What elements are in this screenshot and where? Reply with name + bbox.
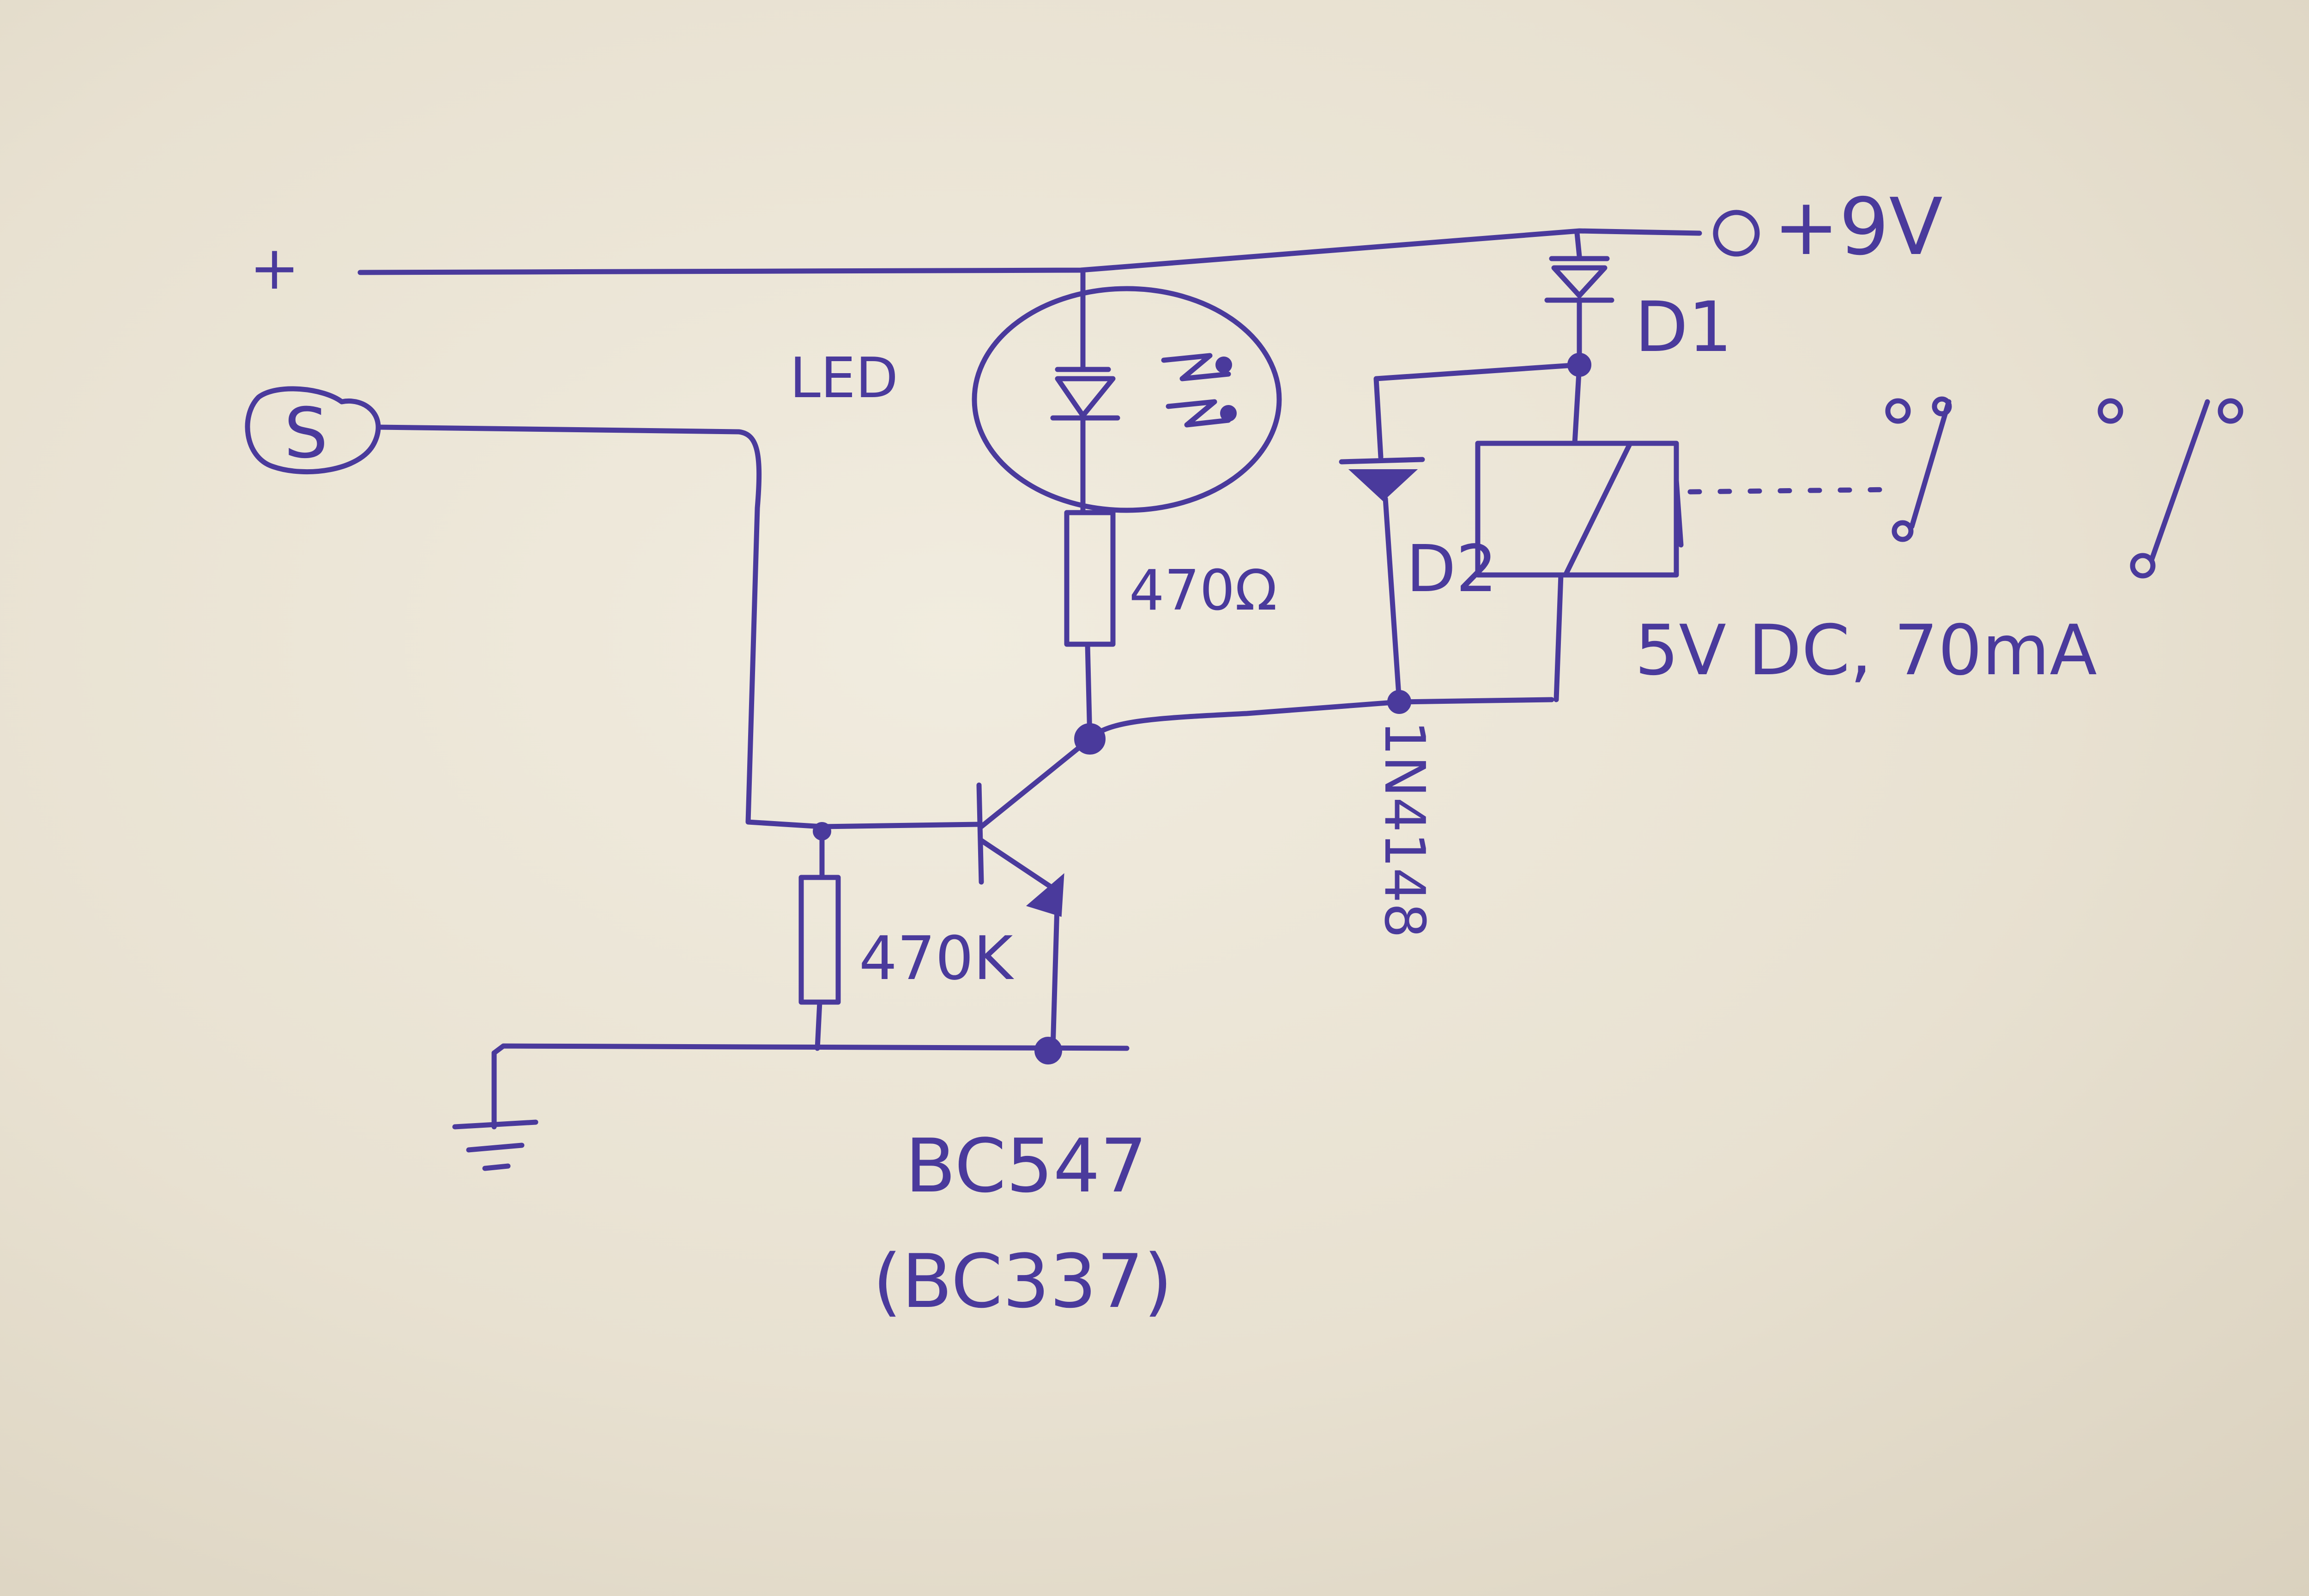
d2-bar bbox=[1339, 457, 1425, 465]
sensor-lead bbox=[376, 424, 982, 829]
led-triangle bbox=[1055, 376, 1116, 418]
collector-bus bbox=[1087, 697, 1554, 742]
d1-triangle bbox=[1551, 265, 1608, 298]
contact-2-bottom bbox=[2130, 553, 2156, 579]
led-resistor bbox=[1064, 510, 1116, 647]
base-resistor-lead-bottom bbox=[815, 999, 822, 1051]
relay-coil-slash bbox=[1563, 441, 1633, 578]
relay-rating-label: 5V DC, 70mA bbox=[1635, 611, 2097, 691]
led-light-rays bbox=[1161, 353, 1231, 428]
led-resistor-lead-bottom bbox=[1085, 641, 1093, 742]
supply-label: +9V bbox=[1773, 181, 1943, 273]
ground-rail bbox=[491, 1043, 1130, 1056]
d2-triangle bbox=[1348, 469, 1418, 502]
sensor-label: S bbox=[284, 393, 328, 474]
d2-label: D2 bbox=[1406, 532, 1497, 607]
diode-part-label: 1N4148 bbox=[1372, 720, 1436, 938]
transistor-alt-label: (BC337) bbox=[873, 1238, 1173, 1324]
emitter-arrow bbox=[1026, 873, 1064, 917]
emitter-ground-junction bbox=[1034, 1037, 1062, 1064]
ray-arrow-2 bbox=[1220, 405, 1237, 422]
sensor-plate-outline bbox=[245, 386, 381, 475]
supply-rail bbox=[357, 228, 1702, 275]
transistor-base-bar bbox=[976, 782, 984, 885]
d1-lead-top bbox=[1574, 230, 1582, 259]
ground-symbol bbox=[452, 1119, 538, 1171]
contact-1-lever bbox=[1909, 399, 1952, 529]
led-circle bbox=[972, 286, 1282, 513]
contact-1-bottom bbox=[1892, 520, 1914, 542]
transistor-label: BC547 bbox=[905, 1123, 1147, 1209]
plus-label: + bbox=[249, 233, 300, 303]
d2-top-lead bbox=[1373, 362, 1582, 460]
relay-lead-bottom bbox=[1553, 572, 1564, 702]
contact-1-top bbox=[1885, 398, 1911, 424]
contact-2-lever bbox=[2149, 399, 2210, 562]
relay-mechanical-link bbox=[1687, 487, 1896, 495]
transistor-collector bbox=[979, 736, 1093, 829]
contact-2-top bbox=[2097, 398, 2123, 424]
ray-arrow-1 bbox=[1215, 357, 1232, 373]
d2-bottom-lead bbox=[1383, 496, 1402, 705]
supply-terminal bbox=[1713, 210, 1760, 257]
relay-lead-top bbox=[1572, 362, 1582, 446]
base-resistor bbox=[798, 875, 841, 1005]
led-resistor-label: 470Ω bbox=[1129, 559, 1277, 623]
base-resistor-label: 470K bbox=[859, 923, 1014, 993]
relay-side-tab bbox=[1674, 478, 1684, 548]
led-label: LED bbox=[790, 346, 898, 411]
d1-label: D1 bbox=[1635, 287, 1732, 368]
contact-2-pivot bbox=[2218, 398, 2243, 424]
